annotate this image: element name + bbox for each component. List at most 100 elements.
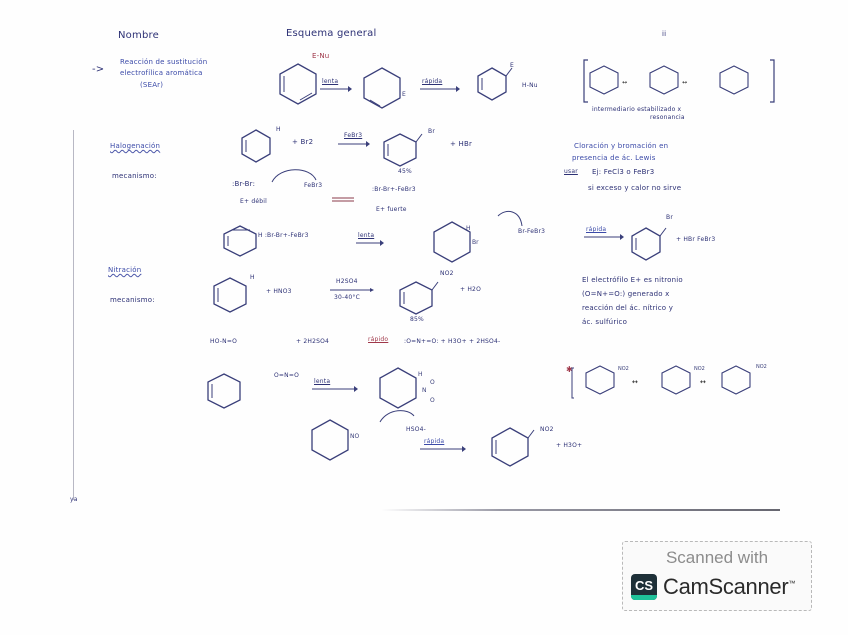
mech-step2-left: H :Br-Br+-FeBr3 xyxy=(258,232,309,239)
reaction-arrow-icon xyxy=(356,240,384,246)
nitration-note-line1: El electrófilo E+ es nitronio xyxy=(582,276,683,284)
nitration-catalyst-bottom: 30-40°C xyxy=(334,294,361,301)
nitration-step3-base: HSO4- xyxy=(406,426,427,433)
nitration-note-line2: (O=N+=O:) generado x xyxy=(582,290,670,298)
page-mark: ii xyxy=(662,30,667,38)
mech-step1-right: :Br-Br+-FeBr3 xyxy=(372,186,416,193)
nitration-step3-arrow-label: rápida xyxy=(424,438,445,445)
footer-corner-mark: ya xyxy=(70,496,78,503)
svg-text:H: H xyxy=(418,371,423,378)
svg-text:↔: ↔ xyxy=(622,79,627,86)
nitration-step1-products: :O=N+=O: + H3O+ + 2HSO4- xyxy=(404,338,501,345)
curved-arrow-icon xyxy=(379,410,415,423)
camscanner-watermark: Scanned with CS CamScanner™ xyxy=(622,541,812,611)
nitronium-vertical-label: O=N=O xyxy=(274,372,299,379)
benzene-ring-icon xyxy=(279,63,317,105)
svg-text:↔: ↔ xyxy=(682,79,687,86)
halogenation-product-br: Br xyxy=(428,128,435,135)
bromobenzene-icon xyxy=(383,133,423,167)
svg-text:E: E xyxy=(402,91,406,98)
svg-text:✱: ✱ xyxy=(566,365,573,374)
nitration-step1-reagent: + 2H2SO4 xyxy=(296,338,330,345)
mech-step2-base: Br-FeBr3 xyxy=(518,228,546,235)
curved-arrow-icon xyxy=(497,210,523,227)
reagent-e-nu: E-Nu xyxy=(312,52,330,60)
nitration-reagent: + HNO3 xyxy=(266,288,292,295)
nitration-step3-byproduct: + H3O+ xyxy=(556,442,583,449)
reaction-arrow-icon xyxy=(584,234,624,240)
halogenation-yield: 45% xyxy=(398,168,412,175)
svg-text:↔: ↔ xyxy=(700,378,706,386)
nitration-yield: 85% xyxy=(410,316,424,323)
nitration-step2-arrow-label: lenta xyxy=(314,378,331,385)
mech-step2-product-br: Br xyxy=(666,214,673,221)
mech-step1-right-caption: E+ fuerte xyxy=(376,206,407,213)
halogenation-title: Halogenación xyxy=(110,142,161,150)
halogenation-byproduct: + HBr xyxy=(450,140,473,148)
halogenation-mechanism-label: mecanismo: xyxy=(112,172,157,180)
mech-step1-left-caption: E+ débil xyxy=(240,198,267,205)
halogenation-note-label: usar xyxy=(564,168,578,175)
halogenation-reactant-h: H xyxy=(276,126,281,133)
nitration-byproduct: + H2O xyxy=(460,286,481,293)
reaction-arrow-icon xyxy=(312,386,358,392)
nitration-catalyst-top: H2SO4 xyxy=(336,278,358,285)
halogenation-note-line3: Ej: FeCl3 o FeBr3 xyxy=(592,168,655,176)
curved-arrow-icon xyxy=(271,169,317,183)
trademark: ™ xyxy=(788,580,796,588)
svg-text:NO2: NO2 xyxy=(694,366,705,372)
resonance-caption-line1: intermediario estabilizado x xyxy=(592,106,682,113)
nitro-resonance-structures-icon: ✱ NO2 ↔ NO2 ↔ NO2 xyxy=(566,364,767,399)
nitration-product-no2: NO2 xyxy=(440,270,454,277)
bromobenzene-icon xyxy=(631,227,667,261)
halogenation-note-line1: Cloración y bromación en xyxy=(574,142,669,150)
arrow-label-rapida: rápida xyxy=(422,78,443,85)
svg-text:↔: ↔ xyxy=(632,378,638,386)
nitrobenzene-icon xyxy=(399,281,439,315)
benzene-ring-icon xyxy=(241,129,271,163)
mech-step2-arrow-label: lenta xyxy=(358,232,375,239)
svg-text:Br: Br xyxy=(472,239,479,246)
benzene-ring-icon xyxy=(207,373,241,409)
intro-title-line3: (SEAr) xyxy=(140,81,164,89)
arrow-label-lenta: lenta xyxy=(322,78,339,85)
reaction-arrow-icon xyxy=(420,86,460,92)
halogenation-note-line4: si exceso y calor no sirve xyxy=(588,184,682,192)
nitration-note-line4: ác. sulfúrico xyxy=(582,318,628,326)
nitration-step1-arrow-label: rápido xyxy=(368,336,389,343)
halogenation-note-line2: presencia de ác. Lewis xyxy=(572,154,656,162)
halogenation-reagent: + Br2 xyxy=(292,138,314,146)
byproduct-h-nu: H-Nu xyxy=(522,82,538,89)
svg-text:NO2: NO2 xyxy=(756,364,767,370)
page-margin-line xyxy=(73,130,74,500)
header-nombre: Nombre xyxy=(118,30,159,41)
svg-text:O: O xyxy=(430,379,435,386)
header-esquema-general: Esquema general xyxy=(286,28,377,39)
mech-step2-arrow2-label: rápida xyxy=(586,226,607,233)
equilibrium-arrow-icon xyxy=(332,197,354,202)
resonance-structures-icon: ↔ ↔ xyxy=(583,59,775,103)
sigma-complex-icon: E xyxy=(363,67,406,109)
watermark-line1: Scanned with xyxy=(665,548,769,567)
nitration-step1-left: HO-N=O xyxy=(210,338,238,345)
nitration-step3-product: NO2 xyxy=(540,426,554,433)
reaction-arrow-icon xyxy=(420,446,466,452)
nitration-reactant-h: H xyxy=(250,274,255,281)
nitro-sigma-complex-icon: H N O O xyxy=(379,367,435,409)
nitrobenzene-icon xyxy=(491,427,535,467)
svg-text:N: N xyxy=(422,387,427,394)
mech-step1-catalyst: FeBr3 xyxy=(304,182,323,189)
sigma-complex-icon: H Br xyxy=(433,221,479,263)
camscanner-logo-icon: CS xyxy=(631,574,657,600)
reaction-arrow-icon xyxy=(320,86,352,92)
intro-title-line2: electrofílica aromática xyxy=(120,69,203,77)
page-bottom-edge xyxy=(380,509,780,511)
product-substituent-e: E xyxy=(510,62,514,69)
nitration-mechanism-label: mecanismo: xyxy=(110,296,155,304)
watermark-brand: CamScanner™ xyxy=(663,574,795,600)
svg-text:NO: NO xyxy=(350,433,359,440)
nitro-sigma-complex-icon: NO xyxy=(311,419,359,461)
substituted-benzene-icon xyxy=(477,67,513,101)
arrow-bullet: -> xyxy=(92,64,105,75)
